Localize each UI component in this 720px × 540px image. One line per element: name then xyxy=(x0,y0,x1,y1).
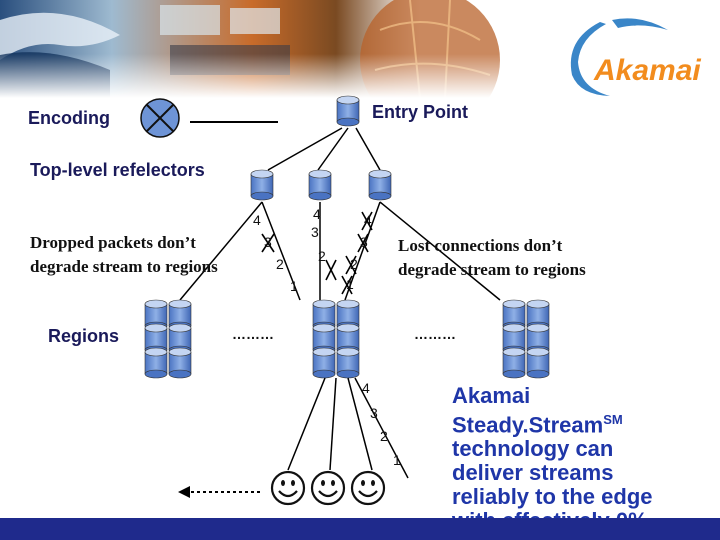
packet-label: 1 xyxy=(393,452,401,468)
packet-label: 4 xyxy=(364,212,372,228)
viewer-smiley-icon xyxy=(310,470,346,506)
encoding-label: Encoding xyxy=(28,108,110,128)
side-text-line: Akamai xyxy=(452,383,531,408)
packet-label: 4 xyxy=(253,212,261,228)
reflector-server-icon xyxy=(308,169,332,201)
dropped-packet-x-mark xyxy=(261,233,275,253)
reflector-server-icon xyxy=(368,169,392,201)
entry-point-server-icon xyxy=(336,95,360,127)
side-text-line: reliably to the edge xyxy=(452,484,653,510)
header-banner: Akamai xyxy=(0,0,701,98)
steadystream-brand: Steady.Stream xyxy=(452,412,604,438)
region-cluster-icon xyxy=(503,300,549,378)
region-cluster-icon xyxy=(145,300,191,378)
side-text-line: Steady.StreamSM xyxy=(452,408,720,437)
packet-label: 2 xyxy=(380,428,388,444)
viewer-smiley-icon xyxy=(350,470,386,506)
packet-label: 3 xyxy=(264,234,272,250)
packet-label: 4 xyxy=(313,206,321,222)
packet-label: 3 xyxy=(360,234,368,250)
region-cluster-icon xyxy=(313,300,359,378)
side-text-line: deliver streams xyxy=(452,460,614,486)
encoder-icon xyxy=(140,98,180,138)
lost-connections-note-line1: Lost connections don’t xyxy=(398,236,563,255)
packet-label: 2 xyxy=(276,256,284,272)
viewer-smiley-icon xyxy=(270,470,306,506)
lost-connections-note-line2: degrade stream to regions xyxy=(398,260,586,279)
side-text-line: technology can xyxy=(452,436,614,462)
entry-to-reflector-lines xyxy=(267,127,381,171)
more-users-arrow xyxy=(178,486,262,498)
packet-label: 1 xyxy=(346,276,354,292)
reflector-to-region-lines xyxy=(179,201,501,301)
packet-label: 4 xyxy=(362,380,370,396)
packet-label: 3 xyxy=(311,224,319,240)
top-level-reflectors-label: Top-level refelectors xyxy=(30,160,205,180)
footer-bar xyxy=(0,518,720,540)
regions-label: Regions xyxy=(48,326,120,346)
region-to-user-lines xyxy=(287,377,409,479)
more-regions-ellipsis-right: ……… xyxy=(414,326,456,342)
entry-point-label: Entry Point xyxy=(372,102,469,122)
service-mark: SM xyxy=(603,412,623,427)
packet-label: 2 xyxy=(318,248,326,264)
steadystream-description: Akamai Steady.StreamSM technology can de… xyxy=(452,384,720,533)
packet-label: 2 xyxy=(350,256,358,272)
reflector-server-icon xyxy=(250,169,274,201)
packet-label: 1 xyxy=(290,278,298,294)
dropped-packets-note-line1: Dropped packets don’t xyxy=(30,233,196,252)
banner-photo xyxy=(0,0,560,98)
more-regions-ellipsis-left: ……… xyxy=(232,326,274,342)
akamai-logo: Akamai xyxy=(570,18,701,96)
logo-wordmark: Akamai xyxy=(593,54,701,87)
dropped-packets-note-line2: degrade stream to regions xyxy=(30,257,218,276)
lost-connection-x-mark xyxy=(325,211,373,295)
packet-label: 3 xyxy=(370,405,378,421)
